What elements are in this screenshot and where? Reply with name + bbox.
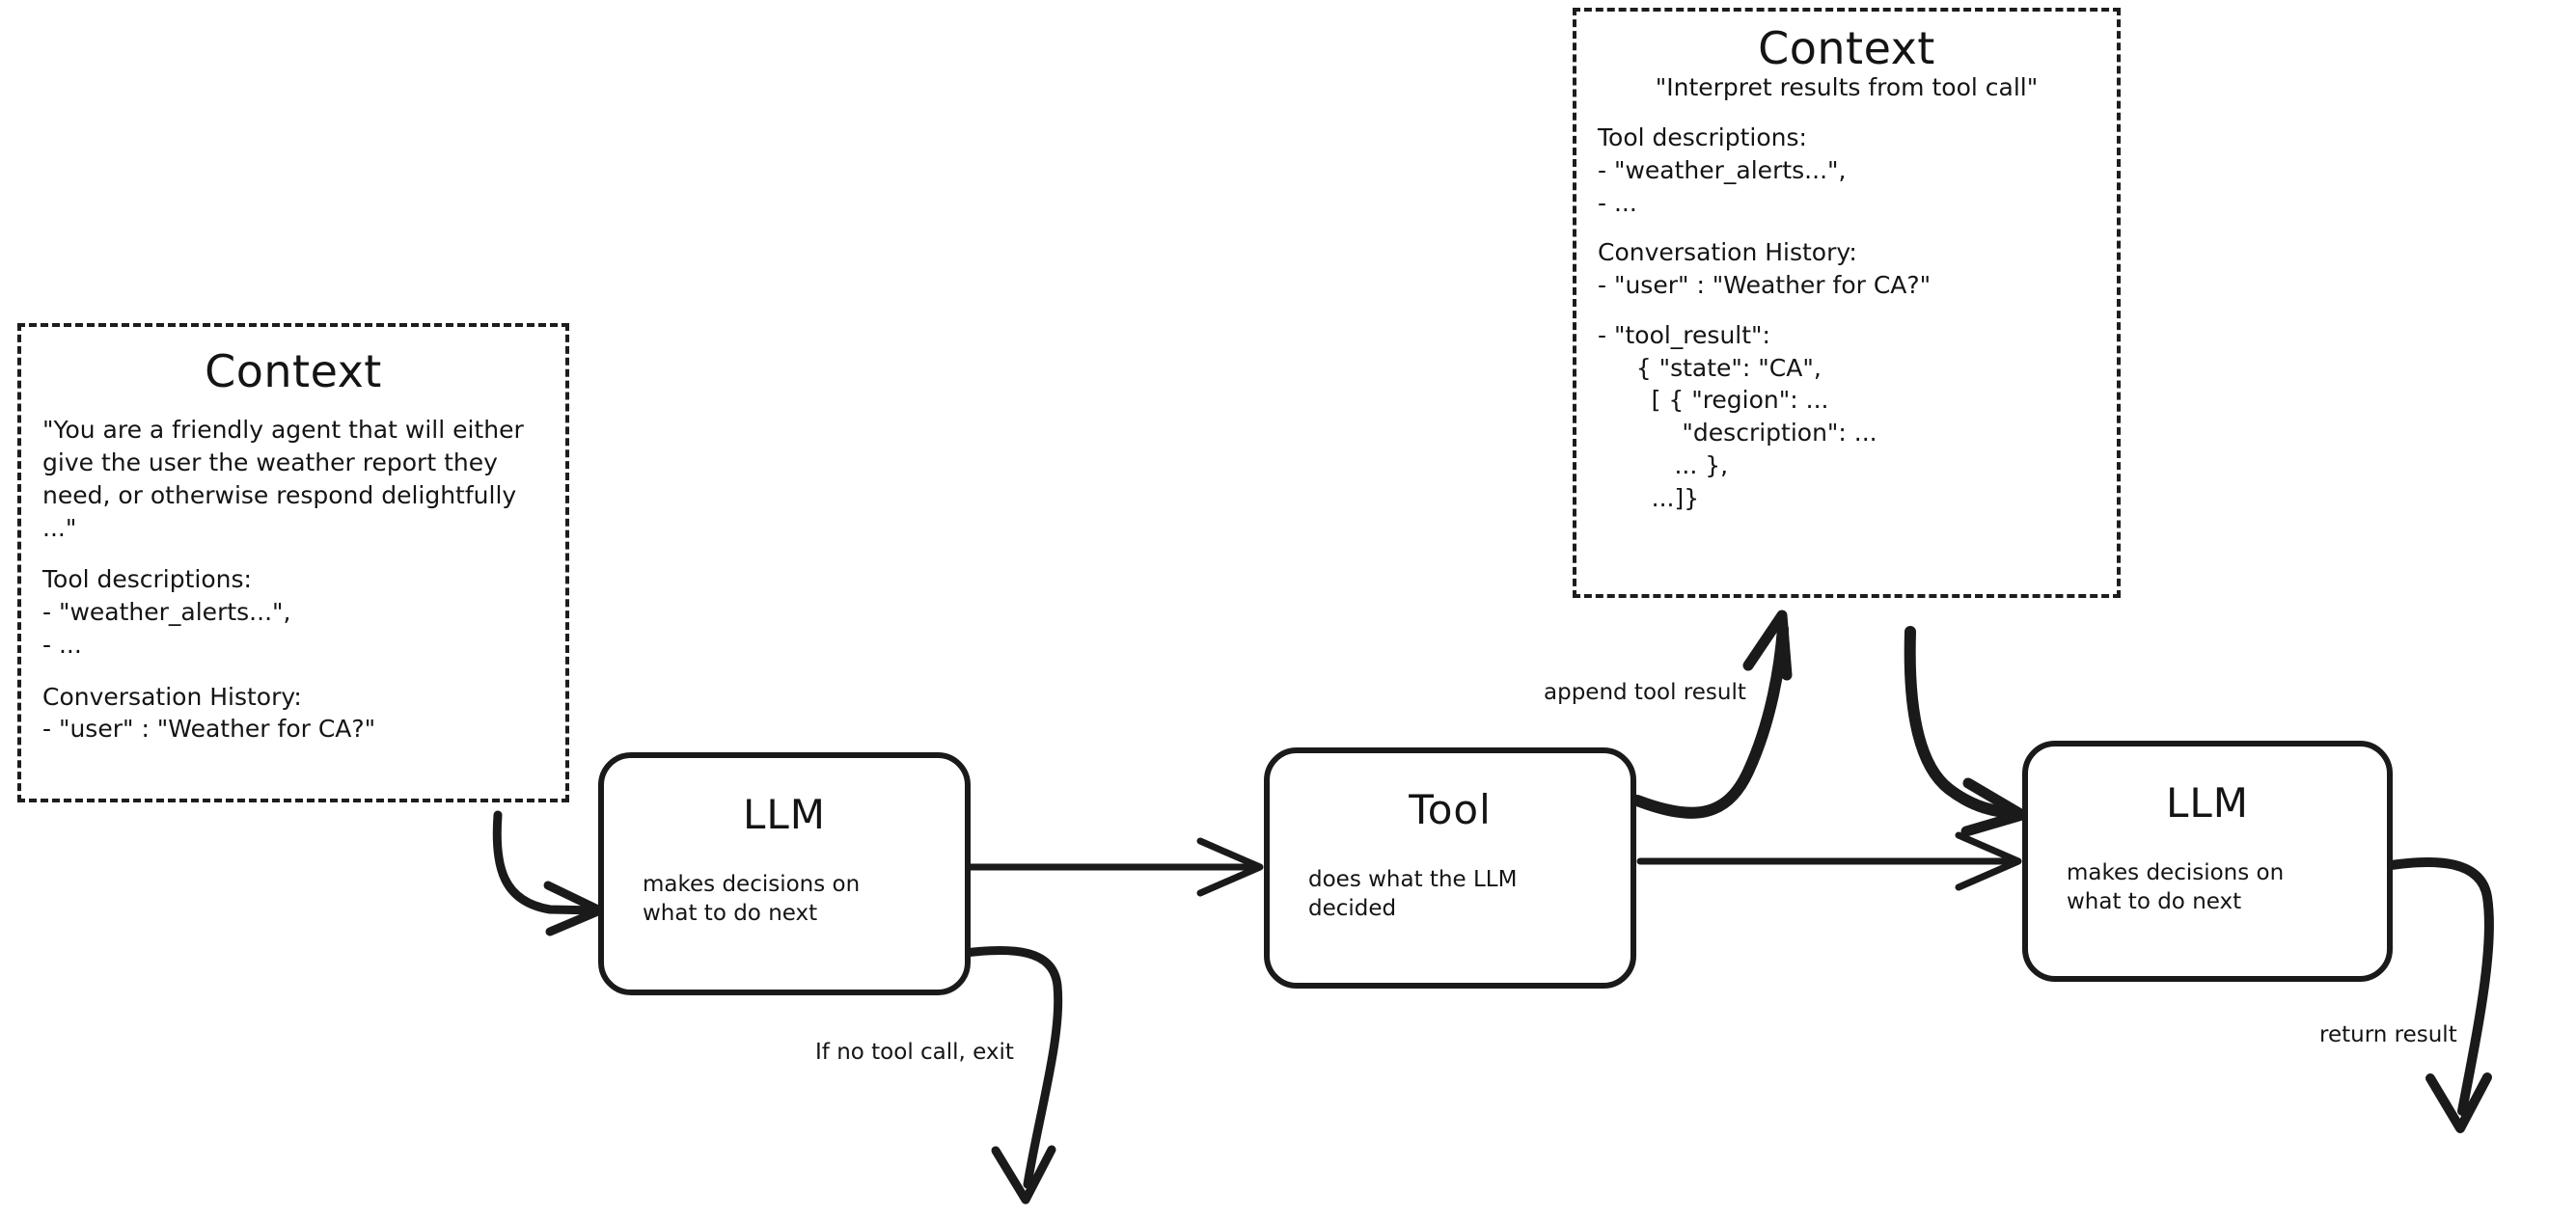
context-left-body: "You are a friendly agent that will eith… [21, 414, 565, 746]
context-box-after-tool: Context "Interpret results from tool cal… [1573, 8, 2121, 598]
node-tool[interactable]: Tool does what the LLM decided [1264, 747, 1636, 989]
context-right-tool-result-section: - "tool_result": { "state": "CA", [ { "r… [1598, 319, 2096, 515]
context-right-conversation-item: - "user" : "Weather for CA?" [1598, 271, 1932, 300]
arrow-tool-to-llm2 [1636, 831, 2022, 891]
node-llm-second-subtitle: makes decisions on what to do next [2067, 860, 2285, 914]
arrow-llm2-return [2380, 857, 2494, 1133]
node-llm-second-title: LLM [2165, 779, 2250, 827]
node-llm-first-title: LLM [742, 791, 827, 838]
context-left-tool-item: - "weather_alerts...", [42, 598, 291, 627]
context-right-tool-result-line: ... }, [1598, 450, 1729, 479]
node-llm-first-subtitle: makes decisions on what to do next [643, 872, 861, 926]
context-right-conversation-header: Conversation History: [1598, 238, 1857, 267]
arrow-llm1-to-tool [967, 837, 1264, 897]
context-left-conversation-header: Conversation History: [42, 682, 302, 711]
node-tool-title: Tool [1409, 786, 1492, 833]
context-right-tool-item: - ... [1598, 188, 1637, 217]
context-right-tools-section: Tool descriptions: - "weather_alerts..."… [1598, 122, 2096, 219]
context-left-conversation-section: Conversation History: - "user" : "Weathe… [42, 681, 544, 746]
context-left-tools-section: Tool descriptions: - "weather_alerts..."… [42, 563, 544, 661]
context-left-system-prompt: "You are a friendly agent that will eith… [42, 416, 532, 542]
arrow-context-to-llm1 [492, 810, 605, 936]
arrow-tool-to-context [1631, 610, 1793, 819]
node-llm-first[interactable]: LLM makes decisions on what to do next [598, 752, 971, 995]
context-left-conversation-item: - "user" : "Weather for CA?" [42, 715, 376, 744]
arrow-llm1-exit [960, 945, 1063, 1205]
context-right-tool-item: - "weather_alerts...", [1598, 155, 1847, 184]
context-right-tool-result-line: { "state": "CA", [1598, 353, 1822, 382]
context-right-tool-result-line: ...]} [1598, 483, 1700, 512]
context-box-initial: Context "You are a friendly agent that w… [17, 323, 569, 802]
context-right-body: "Interpret results from tool call" Tool … [1576, 71, 2117, 514]
edge-label-append-tool-result: append tool result [1544, 680, 1746, 705]
context-right-title: Context [1758, 22, 1935, 74]
edge-label-exit: If no tool call, exit [815, 1040, 1014, 1065]
context-right-tool-result-line: "description": ... [1598, 419, 1877, 448]
context-right-tool-result-label: - "tool_result": [1598, 320, 1770, 349]
context-right-conversation-section: Conversation History: - "user" : "Weathe… [1598, 236, 2096, 302]
context-left-title: Context [205, 345, 382, 397]
context-right-tool-result-line: [ { "region": ... [1598, 386, 1829, 415]
context-right-system-prompt: "Interpret results from tool call" [1655, 73, 2039, 102]
node-tool-subtitle: does what the LLM decided [1308, 867, 1518, 921]
context-right-tools-header: Tool descriptions: [1598, 123, 1807, 152]
context-left-tool-item: - ... [42, 630, 82, 659]
arrow-context-to-llm2 [1904, 626, 2028, 837]
node-llm-second[interactable]: LLM makes decisions on what to do next [2022, 741, 2393, 982]
context-left-tools-header: Tool descriptions: [42, 565, 252, 594]
edge-label-return-result: return result [2319, 1022, 2457, 1047]
